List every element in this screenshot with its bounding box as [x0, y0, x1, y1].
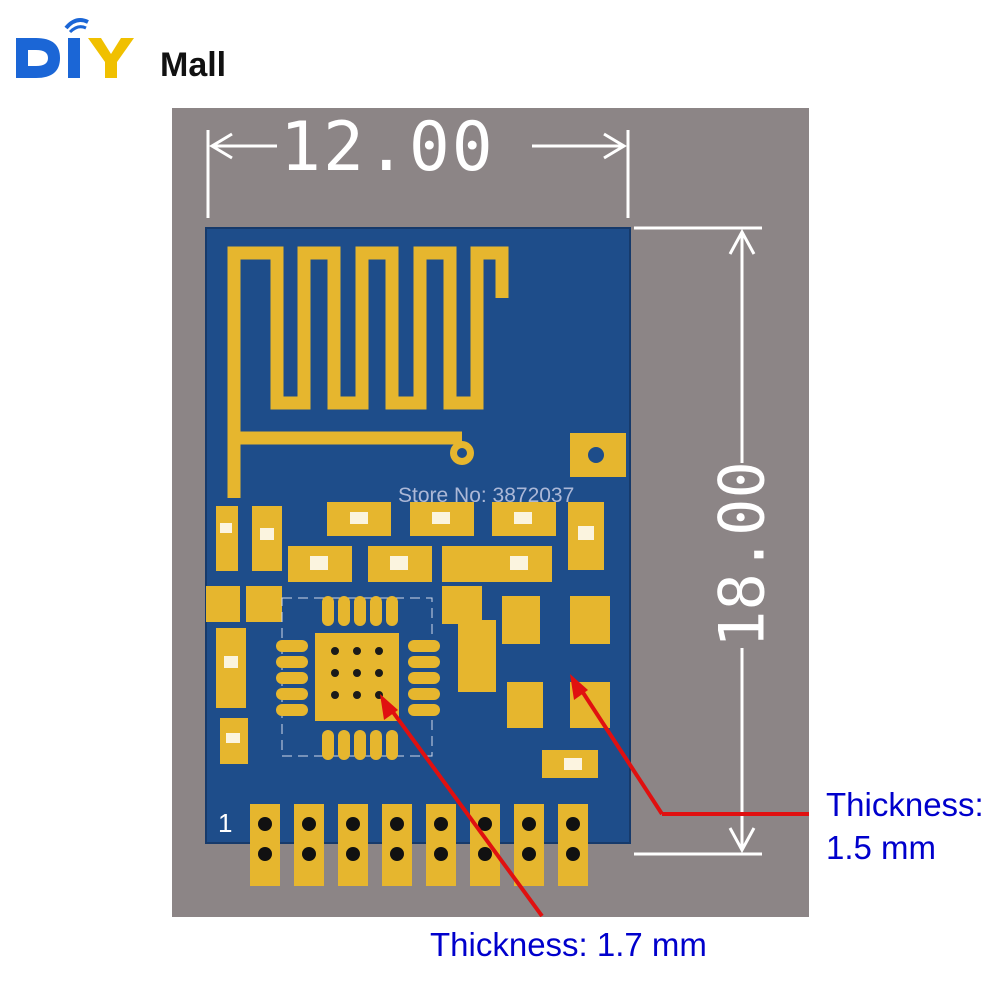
diy-logo-icon: [16, 18, 134, 78]
pin-one-marker: 1: [218, 808, 233, 838]
thickness-right-line2: 1.5 mm: [826, 828, 937, 866]
height-dimension: [634, 226, 762, 856]
pcb-drawing: [205, 130, 809, 917]
brand-logo: Mall: [8, 8, 238, 88]
qfn-chip: [276, 596, 440, 760]
thickness-label-bottom: Thickness: 1.7 mm: [430, 926, 707, 963]
antenna-trace: [227, 246, 509, 498]
thickness-right-line1: Thickness:: [826, 786, 984, 823]
store-watermark: Store No: 3872037: [398, 484, 575, 507]
width-dimension-label: 12.00: [280, 108, 495, 187]
thickness-label-right: Thickness: 1.5 mm: [826, 784, 984, 870]
crystal-pads: [502, 596, 610, 778]
callout-arrows: [380, 674, 809, 917]
width-dimension: [206, 130, 630, 218]
height-dimension-label: 18.00: [705, 461, 779, 648]
brand-suffix-text: Mall: [160, 46, 227, 84]
board-figure: 12.00 18.00 1: [172, 108, 809, 917]
pin-header: [250, 804, 588, 886]
